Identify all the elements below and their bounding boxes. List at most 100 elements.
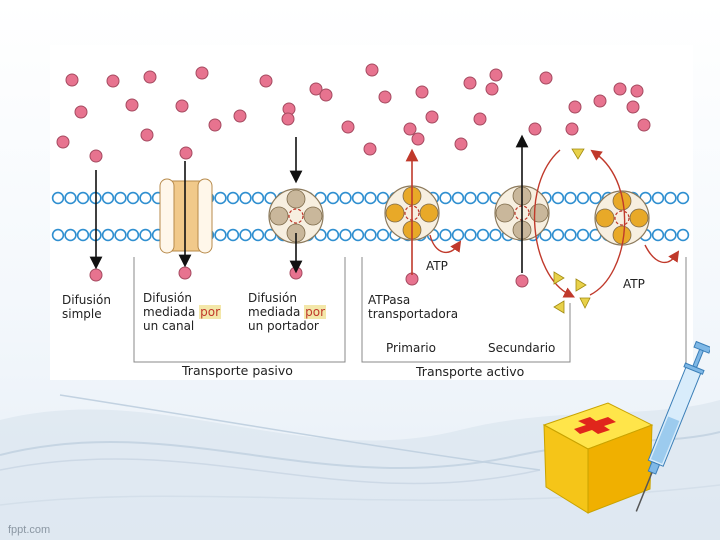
- pump-loop-arrow: [589, 149, 626, 296]
- lipid-head: [376, 191, 390, 205]
- solute-molecule: [281, 112, 295, 126]
- wave-swoosh: [59, 394, 541, 471]
- lipid-head: [76, 228, 90, 242]
- lipid-head: [239, 191, 252, 205]
- solute-molecule: [613, 82, 627, 96]
- lipid-head: [214, 191, 227, 205]
- atp-label-2: ATP: [623, 277, 645, 291]
- solute-molecule: [630, 84, 644, 98]
- atp-label-1: ATP: [426, 259, 448, 273]
- solute-molecule: [485, 82, 499, 96]
- solute-molecule: [140, 128, 154, 142]
- solute-molecule: [365, 63, 379, 77]
- solute-molecule: [289, 266, 303, 280]
- lipid-head: [126, 228, 140, 242]
- solute-molecule: [175, 99, 189, 113]
- solute-molecule: [489, 68, 503, 82]
- lipid-head: [114, 191, 127, 205]
- solute-molecule: [208, 118, 222, 132]
- solute-molecule: [568, 100, 582, 114]
- lipid-head: [139, 191, 152, 205]
- lipid-head: [101, 191, 115, 205]
- caption-active-transport: Transporte activo: [416, 364, 525, 379]
- lipid-head: [476, 191, 490, 205]
- solute-molecule: [65, 73, 79, 87]
- label-simple-diffusion: Difusión simple: [62, 293, 111, 321]
- solute-molecule: [89, 149, 103, 163]
- lipid-head: [264, 228, 277, 242]
- lipid-head: [51, 191, 65, 205]
- lipid-head: [339, 191, 352, 205]
- lipid-head: [476, 228, 490, 242]
- lipid-head: [576, 191, 590, 205]
- lipid-head: [64, 228, 77, 242]
- atp-curve-1: [429, 234, 462, 254]
- solute-molecule: [411, 132, 425, 146]
- lipid-head: [51, 228, 65, 242]
- lipid-head: [576, 228, 590, 242]
- solute-molecule: [319, 88, 333, 102]
- solute-molecule: [143, 70, 157, 84]
- solute-molecule: [125, 98, 139, 112]
- lipid-head: [551, 228, 565, 242]
- label-atpase: ATPasa transportadora: [368, 293, 459, 321]
- solute-molecule: [473, 112, 487, 126]
- watermark: fppt.com: [8, 524, 51, 536]
- lipid-head: [564, 228, 577, 242]
- lipid-head: [539, 228, 552, 242]
- category-brackets: [133, 257, 687, 375]
- lipid-head: [214, 228, 227, 242]
- label-carrier-diffusion: Difusión mediada por un portador: [248, 291, 327, 333]
- lipid-head: [464, 228, 477, 242]
- membrane-transport-diagram: Difusión simple Difusión mediada por un …: [50, 45, 693, 380]
- lipid-head: [651, 228, 665, 242]
- lipid-head: [676, 191, 690, 205]
- solute-molecule: [259, 74, 273, 88]
- solute-molecule: [195, 66, 209, 80]
- solute-molecule: [454, 137, 468, 151]
- lipid-head: [101, 228, 115, 242]
- lipid-head: [364, 228, 377, 242]
- channel-protein: [159, 178, 213, 254]
- solute-molecule: [637, 118, 651, 132]
- lipid-head: [139, 228, 152, 242]
- lipid-head: [239, 228, 252, 242]
- solute-molecule: [415, 85, 429, 99]
- lipid-head: [589, 191, 602, 205]
- lipid-head: [64, 191, 77, 205]
- label-secondary: Secundario: [488, 341, 556, 355]
- lipid-head: [226, 191, 240, 205]
- lipid-head: [451, 228, 465, 242]
- lipid-head: [664, 191, 677, 205]
- lipid-head: [351, 191, 365, 205]
- lipid-head: [676, 228, 690, 242]
- lipid-head: [464, 191, 477, 205]
- wave-swoosh: [0, 400, 720, 540]
- lipid-head: [564, 191, 577, 205]
- solute-molecule: [463, 76, 477, 90]
- lipid-head: [439, 228, 452, 242]
- solute-molecule: [528, 122, 542, 136]
- lipid-head: [439, 191, 452, 205]
- syringe-icon: [635, 340, 710, 512]
- solute-molecule: [515, 274, 529, 288]
- triangle-ions: [553, 148, 591, 314]
- lipid-head: [251, 228, 265, 242]
- transport-arrows: [89, 134, 680, 298]
- lipid-head: [376, 228, 390, 242]
- solute-molecule: [179, 146, 193, 160]
- label-channel-diffusion: Difusión mediada por un canal: [143, 291, 222, 333]
- solute-molecule: [565, 122, 579, 136]
- solute-molecule: [233, 109, 247, 123]
- lipid-head: [326, 228, 340, 242]
- lipid-head: [351, 228, 365, 242]
- wave-swoosh: [0, 458, 541, 485]
- solute-molecule: [309, 82, 323, 96]
- solute-molecule: [106, 74, 120, 88]
- secondary-loop-arrow: [533, 149, 576, 298]
- lipid-bilayer: [51, 191, 690, 242]
- lipid-head: [339, 228, 352, 242]
- solute-molecule: [626, 100, 640, 114]
- solute-molecule: [363, 142, 377, 156]
- lipid-head: [126, 191, 140, 205]
